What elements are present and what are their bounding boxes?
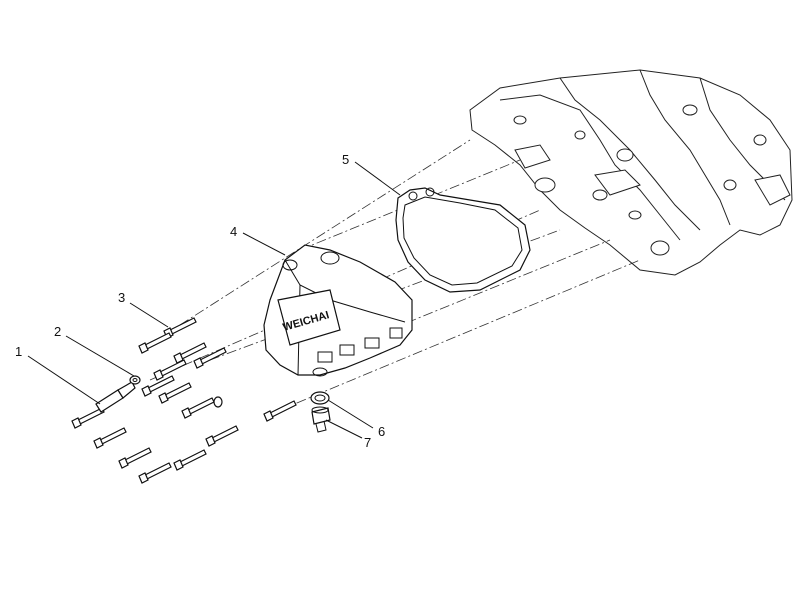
- bolt: [138, 462, 172, 484]
- bolt: [71, 407, 105, 429]
- bolt: [263, 400, 297, 422]
- bolt: [118, 447, 152, 469]
- callout-4: 4: [230, 224, 237, 239]
- leader-lines: [27, 161, 401, 439]
- bolt: [93, 427, 127, 449]
- o-ring-part-6: [310, 391, 330, 405]
- bolt: [193, 347, 227, 369]
- bolt: [153, 359, 187, 381]
- callout-7: 7: [364, 435, 371, 450]
- bolt: [181, 397, 215, 419]
- small-washer: [213, 396, 223, 408]
- bolt: [158, 382, 192, 404]
- bolt-group: [71, 317, 297, 484]
- stud-part-1: [95, 381, 136, 413]
- washer-part-2: [129, 375, 141, 385]
- bolt: [141, 375, 175, 397]
- callout-6: 6: [378, 424, 385, 439]
- gasket-part-5: [395, 187, 531, 293]
- callout-numbers: 1 2 3 4 5 6 7: [15, 152, 385, 450]
- callout-1: 1: [15, 344, 22, 359]
- plug-part-7: [311, 406, 331, 433]
- bolt: [138, 332, 172, 354]
- bolt: [173, 449, 207, 471]
- callout-5: 5: [342, 152, 349, 167]
- engine-block: [469, 69, 793, 276]
- callout-2: 2: [54, 324, 61, 339]
- callout-3: 3: [118, 290, 125, 305]
- cover-part-4: WEICHAI: [263, 244, 413, 377]
- bolt: [205, 425, 239, 447]
